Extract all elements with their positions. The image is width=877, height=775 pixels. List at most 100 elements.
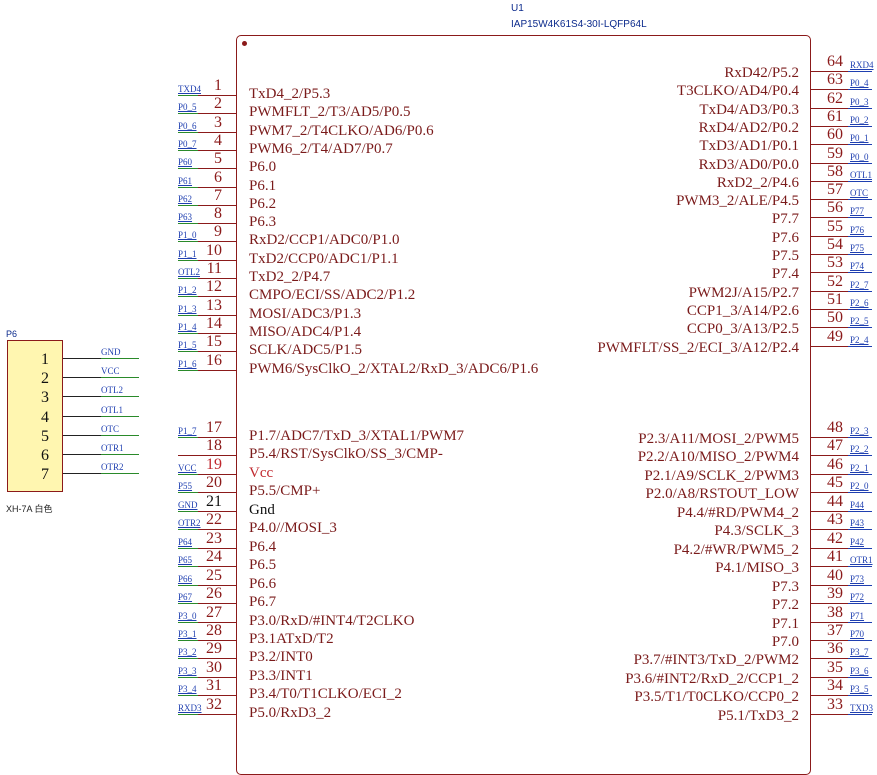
net-label[interactable]: TXD4: [178, 84, 201, 94]
net-label[interactable]: P63: [178, 212, 193, 223]
net-label[interactable]: P61: [178, 175, 193, 186]
net-label[interactable]: P1_1: [178, 248, 197, 259]
net-label[interactable]: P0_7: [178, 138, 197, 149]
connector-net-label[interactable]: OTC: [101, 423, 119, 434]
net-label[interactable]: P55: [178, 481, 193, 492]
pin-function-label: P6.4: [249, 538, 277, 555]
net-label[interactable]: OTL2: [178, 267, 200, 277]
pin-number: 37: [827, 621, 843, 639]
net-label[interactable]: P64: [178, 536, 193, 547]
net-label[interactable]: P67: [178, 592, 193, 603]
pin-number: 12: [206, 278, 222, 296]
net-label[interactable]: P73: [850, 573, 865, 584]
net-label[interactable]: P0_6: [178, 120, 197, 131]
net-label[interactable]: P60: [178, 157, 193, 168]
pin-function-label: TxD4/AD3/P0.3: [699, 101, 799, 118]
net-label[interactable]: P65: [178, 555, 193, 566]
net-label[interactable]: P62: [178, 193, 193, 204]
net-label[interactable]: P3_0: [178, 610, 197, 621]
net-label[interactable]: P74: [850, 261, 865, 272]
net-label[interactable]: OTR2: [178, 518, 201, 529]
net-label[interactable]: P0_5: [178, 102, 197, 113]
pin-function-label: P2.3/A11/MOSI_2/PWM5: [638, 431, 799, 447]
pin-number: 59: [827, 144, 843, 162]
net-label[interactable]: P3_7: [850, 647, 869, 658]
net-label[interactable]: P0_0: [850, 151, 869, 162]
net-label[interactable]: P76: [850, 224, 865, 235]
net-label[interactable]: P44: [850, 499, 865, 510]
net-label[interactable]: P3_2: [178, 647, 197, 658]
connector-net-label[interactable]: OTR1: [101, 443, 124, 453]
pin-function-label: P7.5: [771, 248, 799, 264]
net-label[interactable]: P0_3: [850, 96, 869, 107]
pin-number: 32: [206, 695, 222, 713]
pin-line: [811, 327, 871, 329]
net-label[interactable]: P3_6: [850, 665, 869, 676]
net-label[interactable]: P3_3: [178, 665, 197, 676]
net-label[interactable]: OTR1: [850, 555, 873, 566]
net-label[interactable]: P42: [850, 536, 865, 547]
connector-net-label[interactable]: OTR2: [101, 462, 124, 473]
net-label[interactable]: TXD3: [850, 702, 873, 713]
net-label[interactable]: GND: [178, 499, 198, 510]
pin-number: 41: [827, 548, 843, 566]
net-label[interactable]: P1_0: [178, 230, 197, 241]
pin-function-label: P5.0/RxD3_2: [249, 704, 332, 721]
net-label[interactable]: P2_6: [850, 297, 869, 308]
net-label[interactable]: P75: [850, 243, 865, 253]
pin-number: 53: [827, 254, 843, 272]
net-label[interactable]: P1_6: [178, 358, 197, 369]
net-label[interactable]: RXD3: [178, 702, 202, 713]
connector-net-label[interactable]: OTL2: [101, 385, 123, 396]
net-label[interactable]: P66: [178, 573, 193, 584]
net-label[interactable]: P77: [850, 206, 865, 217]
net-label[interactable]: P2_7: [850, 279, 869, 290]
net-wire: [178, 314, 198, 316]
net-label[interactable]: P0_1: [850, 133, 869, 144]
net-label[interactable]: P1_4: [178, 321, 197, 332]
net-wire: [848, 584, 872, 586]
connector-net-label[interactable]: VCC: [101, 366, 120, 377]
net-wire: [178, 351, 198, 353]
pin-line: [811, 272, 871, 274]
net-label[interactable]: P0_4: [850, 78, 869, 89]
net-label[interactable]: P0_2: [850, 114, 869, 125]
connector-pin-line: [63, 434, 101, 436]
net-label[interactable]: P3_5: [850, 684, 869, 695]
net-label[interactable]: OTL1: [850, 169, 872, 180]
pin-line: [178, 241, 236, 243]
net-label[interactable]: VCC: [178, 462, 197, 473]
net-label[interactable]: OTC: [850, 188, 868, 199]
net-label[interactable]: P43: [850, 518, 865, 529]
net-label[interactable]: P2_4: [850, 334, 869, 345]
net-label[interactable]: P1_5: [178, 340, 197, 351]
pin-line: [811, 144, 871, 146]
net-label[interactable]: P71: [850, 610, 865, 621]
pin-number: 51: [827, 290, 843, 308]
net-wire: [178, 296, 198, 298]
net-label[interactable]: P72: [850, 592, 865, 603]
net-label[interactable]: P3_4: [178, 684, 197, 695]
net-label[interactable]: P2_5: [850, 316, 869, 327]
net-label[interactable]: P2_2: [850, 444, 869, 455]
net-label[interactable]: P1_7: [178, 426, 197, 436]
net-label[interactable]: P1_3: [178, 303, 197, 314]
net-wire: [848, 492, 872, 494]
net-label[interactable]: RXD4: [850, 60, 874, 70]
pin-number: 19: [206, 455, 222, 473]
pin-function-label: P4.2/#WR/PWM5_2: [673, 541, 799, 558]
net-wire: [178, 510, 198, 512]
net-wire: [178, 259, 198, 261]
net-label[interactable]: P2_3: [850, 426, 869, 436]
net-label[interactable]: P1_2: [178, 285, 197, 296]
net-label[interactable]: P2_1: [850, 462, 869, 473]
connector-net-label[interactable]: OTL1: [101, 404, 123, 415]
net-label[interactable]: P3_1: [178, 628, 197, 639]
pin-line: [811, 566, 871, 568]
net-label[interactable]: P2_0: [850, 481, 869, 492]
net-label[interactable]: P70: [850, 628, 865, 639]
pin-line: [811, 125, 871, 127]
pin-line: [178, 566, 236, 568]
connector-net-label[interactable]: GND: [101, 347, 121, 357]
net-wire: [848, 510, 872, 512]
